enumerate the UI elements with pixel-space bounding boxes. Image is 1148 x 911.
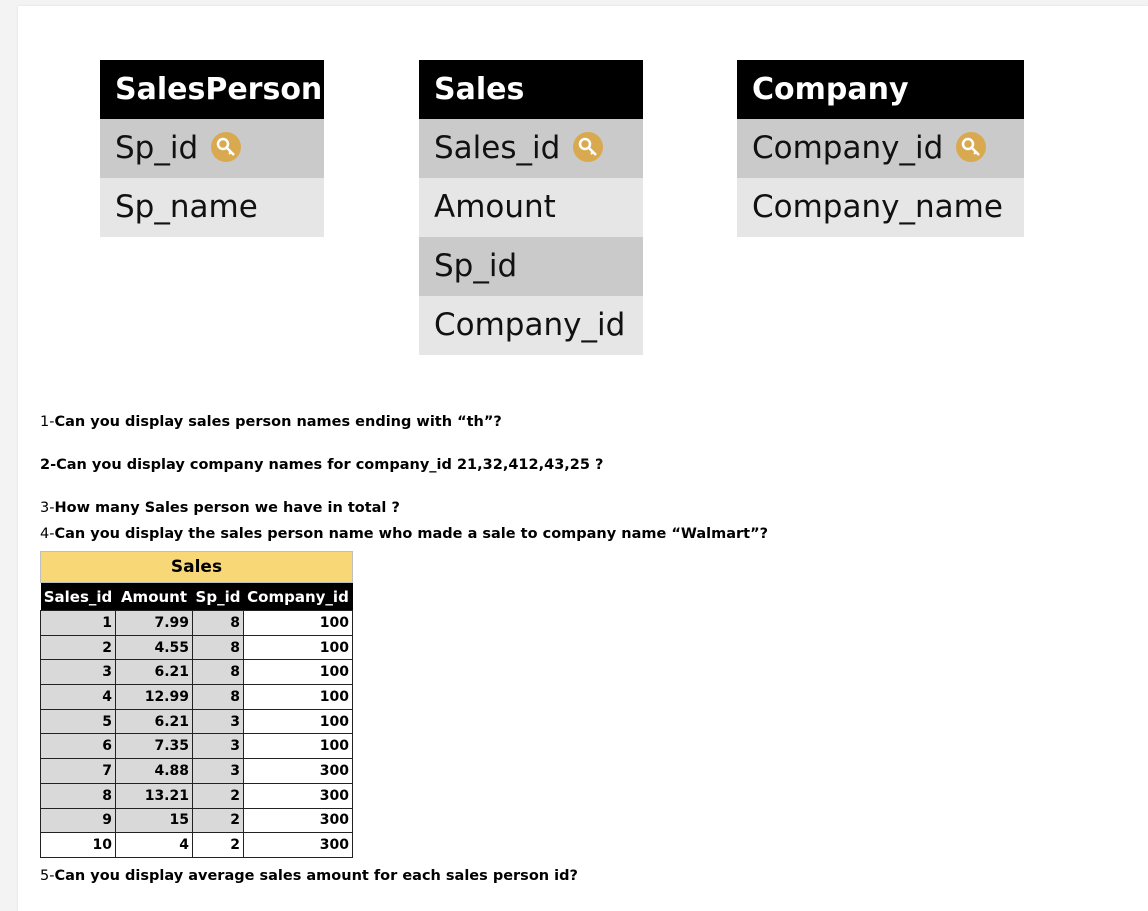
cell-sales-id: 10 [40,832,116,858]
cell-company-id: 300 [243,807,353,834]
question-number: 4- [40,526,55,542]
key-icon [573,131,604,162]
cell-sp-id: 8 [192,610,244,636]
question-text: Can you display sales person names endin… [54,414,502,430]
question-2: 2-Can you display company names for comp… [40,457,603,473]
field-label: Sp_name [115,189,258,225]
cell-sales-id: 1 [40,610,116,636]
cell-company-id: 100 [243,659,353,686]
cell-sales-id: 4 [40,684,116,710]
question-number: 5- [40,868,55,884]
key-icon [956,131,987,162]
cell-amount: 12.99 [115,684,193,710]
entity-field: Sp_id [419,237,643,296]
column-header: Amount [115,582,193,611]
cell-sp-id: 8 [192,684,244,710]
question-1: 1-Can you display sales person names end… [40,414,502,430]
column-header: Sp_id [192,582,244,611]
cell-sales-id: 7 [40,758,116,784]
question-text: How many Sales person we have in total ? [54,500,400,516]
column-header: Sales_id [40,582,116,611]
cell-amount: 7.99 [115,610,193,636]
cell-amount: 6.21 [115,659,193,686]
entity-title: SalesPerson [100,60,324,119]
cell-amount: 6.21 [115,708,193,735]
entity-title: Company [737,60,1024,119]
column-header: Company_id [243,582,353,611]
cell-sp-id: 3 [192,733,244,760]
entity-field: Company_name [737,178,1024,237]
cell-sp-id: 3 [192,708,244,735]
question-number: 3- [40,500,55,516]
key-icon [211,131,242,162]
cell-company-id: 300 [243,782,353,809]
table-header-row: Sales_id Amount Sp_id Company_id [40,582,353,611]
field-label: Company_name [752,189,1003,225]
cell-company-id: 300 [243,832,353,858]
field-label: Company_id [752,130,944,166]
cell-sp-id: 3 [192,758,244,784]
cell-sales-id: 5 [40,708,116,735]
salesperson-entity: SalesPerson Sp_id Sp_name [100,60,324,237]
cell-sales-id: 8 [40,782,116,809]
cell-sp-id: 8 [192,659,244,686]
cell-company-id: 100 [243,708,353,735]
table-title: Sales [40,551,353,583]
field-label: Sp_id [434,248,518,284]
question-text: Can you display the sales person name wh… [54,526,769,542]
cell-amount: 4 [115,832,193,858]
field-label: Sales_id [434,130,561,166]
entity-field: Amount [419,178,643,237]
entity-field-primary-key: Company_id [737,119,1024,178]
field-label: Amount [434,189,556,225]
cell-sales-id: 6 [40,733,116,760]
entity-field-primary-key: Sp_id [100,119,324,178]
entity-field: Sp_name [100,178,324,237]
cell-sales-id: 2 [40,634,116,661]
cell-sp-id: 2 [192,832,244,858]
sales-data-table: Sales Sales_id Amount Sp_id Company_id 1… [40,551,353,858]
cell-sales-id: 3 [40,659,116,686]
cell-company-id: 100 [243,634,353,661]
question-text: Can you display average sales amount for… [54,868,578,884]
document-page: SalesPerson Sp_id Sp_name Sales Sales_id… [18,6,1148,911]
entity-field: Company_id [419,296,643,355]
cell-sp-id: 8 [192,634,244,661]
cell-sp-id: 2 [192,807,244,834]
cell-sales-id: 9 [40,807,116,834]
field-label: Company_id [434,307,626,343]
cell-company-id: 300 [243,758,353,784]
cell-amount: 15 [115,807,193,834]
field-label: Sp_id [115,130,199,166]
cell-amount: 4.55 [115,634,193,661]
entity-title: Sales [419,60,643,119]
cell-amount: 4.88 [115,758,193,784]
question-3: 3-How many Sales person we have in total… [40,500,400,516]
question-4: 4-Can you display the sales person name … [40,526,768,542]
cell-company-id: 100 [243,610,353,636]
sales-entity: Sales Sales_id Amount Sp_id Company_id [419,60,643,355]
entity-field-primary-key: Sales_id [419,119,643,178]
question-number: 1- [40,414,55,430]
company-entity: Company Company_id Company_name [737,60,1024,237]
cell-sp-id: 2 [192,782,244,809]
question-5: 5-Can you display average sales amount f… [40,868,578,884]
cell-company-id: 100 [243,733,353,760]
cell-amount: 13.21 [115,782,193,809]
cell-company-id: 100 [243,684,353,710]
cell-amount: 7.35 [115,733,193,760]
question-text: 2-Can you display company names for comp… [40,457,604,473]
